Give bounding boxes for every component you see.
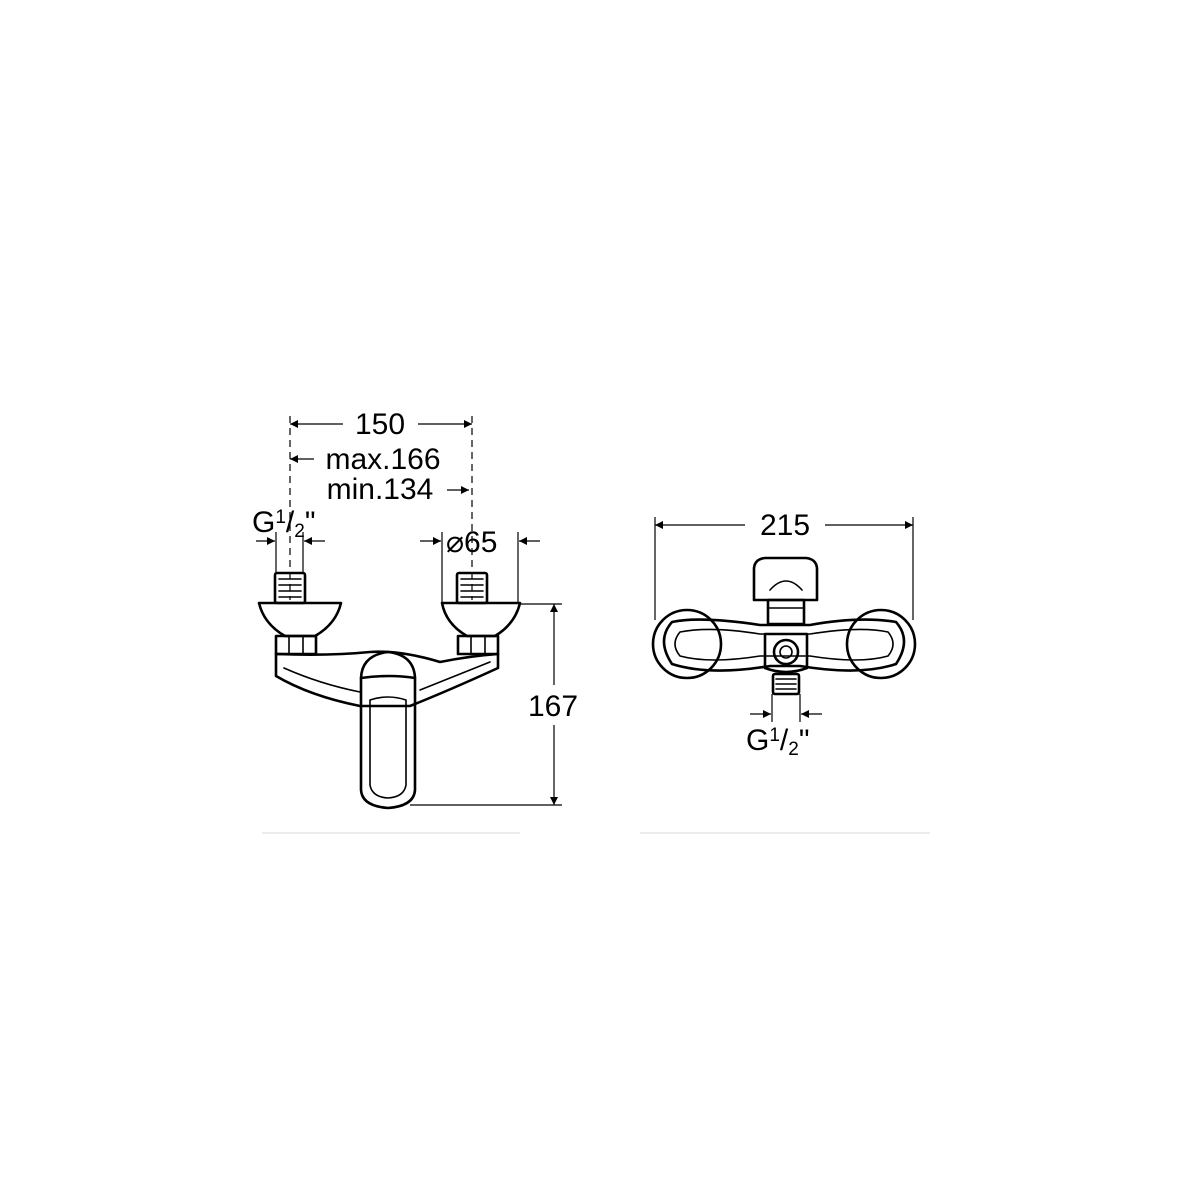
diameter-dimension: ⌀65 bbox=[420, 526, 540, 602]
top-view: 215 bbox=[640, 509, 930, 834]
dimension-max: max.166 bbox=[290, 443, 441, 476]
dimension-150: 150 bbox=[290, 408, 472, 441]
dimension-215: 215 bbox=[654, 509, 914, 620]
diameter-label: ⌀65 bbox=[446, 526, 497, 559]
front-view: 150 max.166 min.134 G1/2" bbox=[252, 408, 578, 834]
dim-150-label: 150 bbox=[355, 408, 405, 441]
faucet-front-body bbox=[257, 571, 522, 810]
thread-label-left: G1/2" bbox=[252, 506, 316, 542]
dimension-min: min.134 bbox=[327, 473, 469, 506]
dim-215-label: 215 bbox=[760, 509, 810, 542]
dim-max-label: max.166 bbox=[325, 443, 440, 476]
thread-dimension-left: G1/2" bbox=[252, 506, 325, 572]
faucet-top-body bbox=[651, 556, 917, 696]
thread-dimension-right: G1/2" bbox=[746, 694, 822, 760]
dim-167-label: 167 bbox=[528, 690, 578, 723]
dimension-167: 167 bbox=[410, 603, 578, 806]
dim-min-label: min.134 bbox=[327, 473, 434, 506]
thread-label-right: G1/2" bbox=[746, 724, 810, 760]
